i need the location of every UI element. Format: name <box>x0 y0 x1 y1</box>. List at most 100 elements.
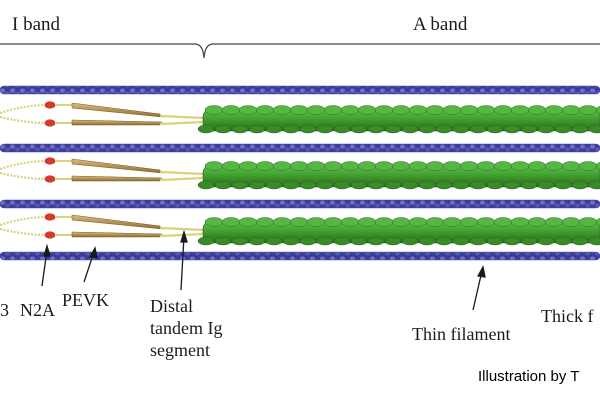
pointer-arrows <box>41 229 486 311</box>
myosin-head <box>510 105 530 115</box>
titin-unit-1 <box>0 101 205 127</box>
myosin-head <box>340 105 360 115</box>
myosin-head <box>299 180 317 190</box>
myosin-head <box>238 105 258 115</box>
pevk-spring <box>71 102 163 118</box>
cut-off-label: 3 <box>0 300 9 320</box>
myosin-head <box>323 161 343 171</box>
myosin-head <box>578 217 598 227</box>
pevk-spring <box>71 231 163 238</box>
myosin-head <box>401 180 419 190</box>
myosin-head <box>459 105 479 115</box>
myosin-head <box>476 161 496 171</box>
a-band-brace <box>203 43 600 59</box>
myosin-head <box>221 105 241 115</box>
myosin-head <box>316 180 334 190</box>
ig-strand-upper <box>0 103 49 115</box>
myosin-head <box>214 124 232 134</box>
thin-filament-1 <box>0 85 600 95</box>
thin-filament-4 <box>0 251 600 261</box>
myosin-head <box>435 236 453 246</box>
n2a-label: N2A <box>20 300 55 320</box>
myosin-head <box>323 105 343 115</box>
ig-strand-lower <box>0 171 49 181</box>
ig-strand-upper <box>0 215 49 227</box>
myosin-head <box>476 217 496 227</box>
myosin-head <box>493 161 513 171</box>
myosin-head <box>357 105 377 115</box>
myosin-head <box>374 161 394 171</box>
myosin-head <box>204 105 224 115</box>
myosin-head <box>306 217 326 227</box>
myosin-head <box>204 161 224 171</box>
distal-ig-segment <box>159 232 205 238</box>
myosin-head <box>578 161 598 171</box>
pevk-arrowhead <box>88 246 98 259</box>
n2a-marker <box>44 157 56 165</box>
myosin-head <box>333 236 351 246</box>
myosin-head <box>272 105 292 115</box>
myosin-head <box>391 105 411 115</box>
myosin-head <box>544 217 564 227</box>
thin-filament-2 <box>0 143 600 153</box>
band-braces <box>0 43 600 59</box>
myosin-head <box>571 236 589 246</box>
myosin-head <box>282 236 300 246</box>
myosin-head <box>204 217 224 227</box>
thin-filaments <box>0 85 600 261</box>
thick-filaments <box>197 105 600 246</box>
myosin-head <box>418 124 436 134</box>
myosin-head <box>340 161 360 171</box>
myosin-head <box>520 124 538 134</box>
myosin-head <box>520 180 538 190</box>
myosin-head <box>595 105 600 115</box>
myosin-head <box>425 161 445 171</box>
myosin-head <box>537 124 555 134</box>
myosin-head <box>374 217 394 227</box>
thick-filament-1 <box>197 105 600 134</box>
myosin-head <box>520 236 538 246</box>
myosin-head <box>452 124 470 134</box>
myosin-head <box>425 105 445 115</box>
myosin-head <box>316 236 334 246</box>
distal-ig-segment <box>159 176 205 182</box>
myosin-head <box>357 161 377 171</box>
n2a-marker <box>44 175 56 183</box>
myosin-head <box>442 105 462 115</box>
myosin-head <box>231 236 249 246</box>
myosin-head <box>357 217 377 227</box>
n2a-marker <box>44 119 56 127</box>
myosin-head <box>537 236 555 246</box>
myosin-head <box>401 124 419 134</box>
myosin-head <box>401 236 419 246</box>
myosin-head <box>333 180 351 190</box>
myosin-head <box>231 180 249 190</box>
myosin-head <box>544 105 564 115</box>
myosin-head <box>374 105 394 115</box>
myosin-head <box>588 236 600 246</box>
distal-label: Distal <box>150 296 193 316</box>
myosin-head <box>265 180 283 190</box>
myosin-head <box>255 161 275 171</box>
myosin-head <box>408 217 428 227</box>
thick-filament-2 <box>197 161 600 190</box>
myosin-head <box>289 217 309 227</box>
myosin-head <box>595 217 600 227</box>
pevk-spring <box>71 158 163 174</box>
myosin-head <box>435 180 453 190</box>
myosin-head <box>537 180 555 190</box>
myosin-head <box>340 217 360 227</box>
myosin-head <box>544 161 564 171</box>
myosin-head <box>578 105 598 115</box>
myosin-head <box>588 180 600 190</box>
i-band-brace <box>0 43 205 59</box>
myosin-head <box>306 105 326 115</box>
myosin-head <box>561 105 581 115</box>
myosin-head <box>554 236 572 246</box>
myosin-head <box>561 217 581 227</box>
myosin-head <box>527 217 547 227</box>
myosin-head <box>503 236 521 246</box>
myosin-head <box>367 124 385 134</box>
